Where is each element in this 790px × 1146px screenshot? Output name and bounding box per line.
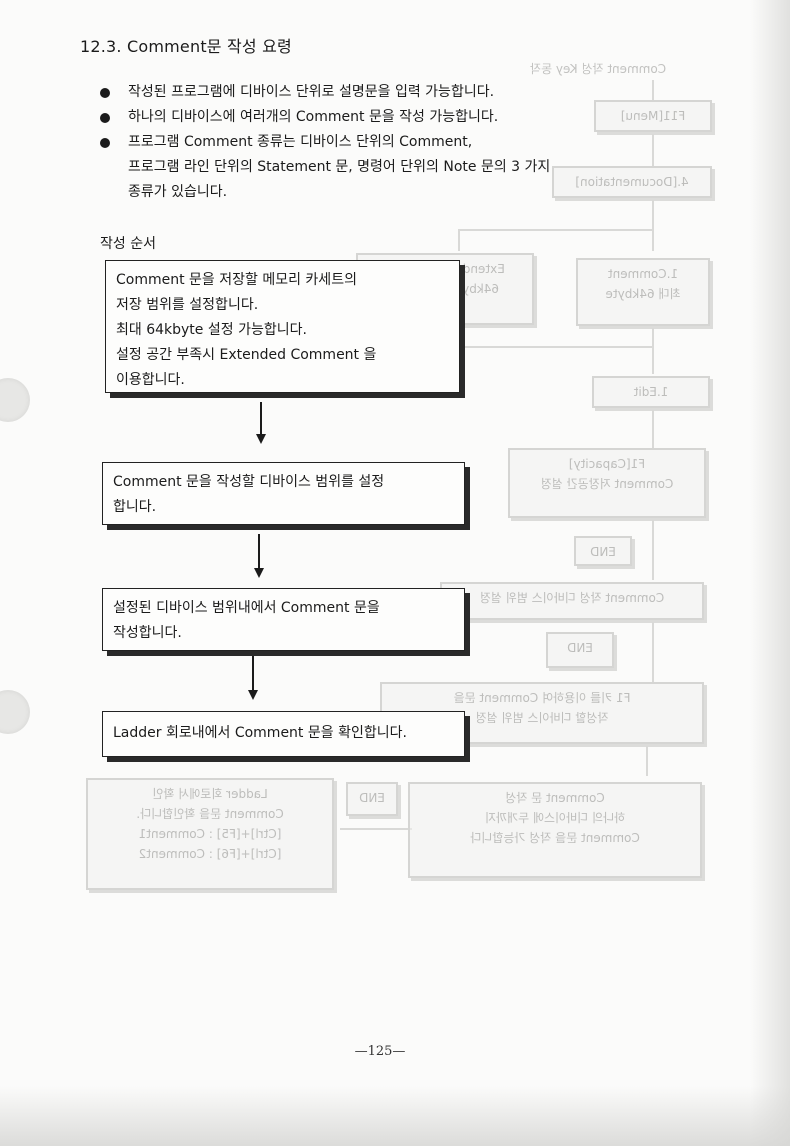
- bullet-text: 하나의 디바이스에 여러개의 Comment 문을 작성 가능합니다.: [128, 109, 499, 125]
- flow-arrow-down-icon: [254, 534, 264, 578]
- section-title: 12.3. Comment문 작성 요령: [80, 37, 292, 56]
- bullet-text: 종류가 있습니다.: [128, 184, 228, 200]
- scan-shadow-right: [750, 0, 790, 1146]
- ghost-connector: [652, 410, 654, 448]
- ghost-connector: [652, 520, 654, 580]
- bullet-dot-icon: [100, 88, 110, 98]
- ghost-connector: [462, 346, 654, 348]
- bullet-text: 프로그램 라인 단위의 Statement 문, 명령어 단위의 Note 문의…: [128, 159, 551, 175]
- step-box-write-comment: 설정된 디바이스 범위내에서 Comment 문을 작성합니다.: [102, 588, 465, 651]
- ghost-connector: [646, 746, 648, 776]
- ghost-connector: [652, 622, 654, 682]
- ghost-box-ladder-check: Ladder 회로에서 확인 Comment 문을 확인합니다. [Ctrl]+…: [86, 778, 334, 890]
- ghost-box-end-2: END: [546, 632, 614, 668]
- bullet-item: 작성된 프로그램에 디바이스 단위로 설명문을 입력 가능합니다.: [96, 80, 656, 105]
- ghost-connector: [652, 229, 654, 251]
- bullet-text: 프로그램 Comment 종류는 디바이스 단위의 Comment,: [128, 134, 473, 150]
- ghost-connector: [652, 328, 654, 374]
- ghost-box-comment-write: Comment 문 작성 하나의 디바이스에 두개까지 Comment 문을 작…: [408, 782, 702, 878]
- step-text: 설정된 디바이스 범위내에서 Comment 문을: [113, 600, 380, 616]
- step-text: 저장 범위를 설정합니다.: [116, 297, 259, 313]
- punch-hole-lower: [0, 690, 30, 734]
- ghost-connector: [458, 229, 654, 231]
- bullet-dot-icon: [100, 138, 110, 148]
- step-text: 최대 64kbyte 설정 가능합니다.: [116, 322, 307, 338]
- step-text: 합니다.: [113, 499, 157, 515]
- step-box-memory-range: Comment 문을 저장할 메모리 카세트의 저장 범위를 설정합니다. 최대…: [105, 260, 460, 393]
- step-text: 작성합니다.: [113, 625, 182, 641]
- step-text: Comment 문을 작성할 디바이스 범위를 설정: [113, 474, 385, 490]
- step-text: 이용합니다.: [116, 372, 185, 388]
- ghost-box-range-setting: Comment 작성 디바이스 범위 설정: [440, 582, 704, 620]
- ghost-box-edit: 1.Edit: [592, 376, 710, 408]
- page-number: —125—: [354, 1044, 406, 1059]
- step-text: 설정 공간 부족시 Extended Comment 을: [116, 347, 377, 363]
- step-text: Ladder 회로내에서 Comment 문을 확인합니다.: [113, 725, 407, 741]
- bullet-dot-icon: [100, 113, 110, 123]
- punch-hole-upper: [0, 378, 30, 422]
- bullet-list: 작성된 프로그램에 디바이스 단위로 설명문을 입력 가능합니다. 하나의 디바…: [96, 80, 656, 205]
- flow-arrow-down-icon: [248, 656, 258, 700]
- ghost-connector: [458, 229, 460, 251]
- step-box-device-range: Comment 문을 작성할 디바이스 범위를 설정 합니다.: [102, 462, 465, 525]
- procedure-label: 작성 순서: [100, 236, 156, 252]
- ghost-box-comment-64k: 1.Comment 최대 64kbyte: [576, 258, 710, 326]
- step-box-verify-ladder: Ladder 회로내에서 Comment 문을 확인합니다.: [102, 711, 465, 757]
- bullet-item: 하나의 디바이스에 여러개의 Comment 문을 작성 가능합니다.: [96, 105, 656, 130]
- scan-shadow-bottom: [0, 1086, 790, 1146]
- flow-arrow-down-icon: [256, 402, 266, 444]
- bullet-text: 작성된 프로그램에 디바이스 단위로 설명문을 입력 가능합니다.: [128, 84, 495, 100]
- ghost-title: Comment 작성 Key 동작: [530, 62, 667, 76]
- ghost-box-end-1: END: [574, 536, 632, 566]
- step-text: Comment 문을 저장할 메모리 카세트의: [116, 272, 357, 288]
- ghost-box-end-3: END: [346, 782, 398, 816]
- bullet-item: 프로그램 Comment 종류는 디바이스 단위의 Comment, 프로그램 …: [96, 130, 656, 205]
- ghost-connector: [340, 828, 412, 830]
- ghost-box-capacity: F1[Capacity] Comment 저장공간 설정: [508, 448, 706, 518]
